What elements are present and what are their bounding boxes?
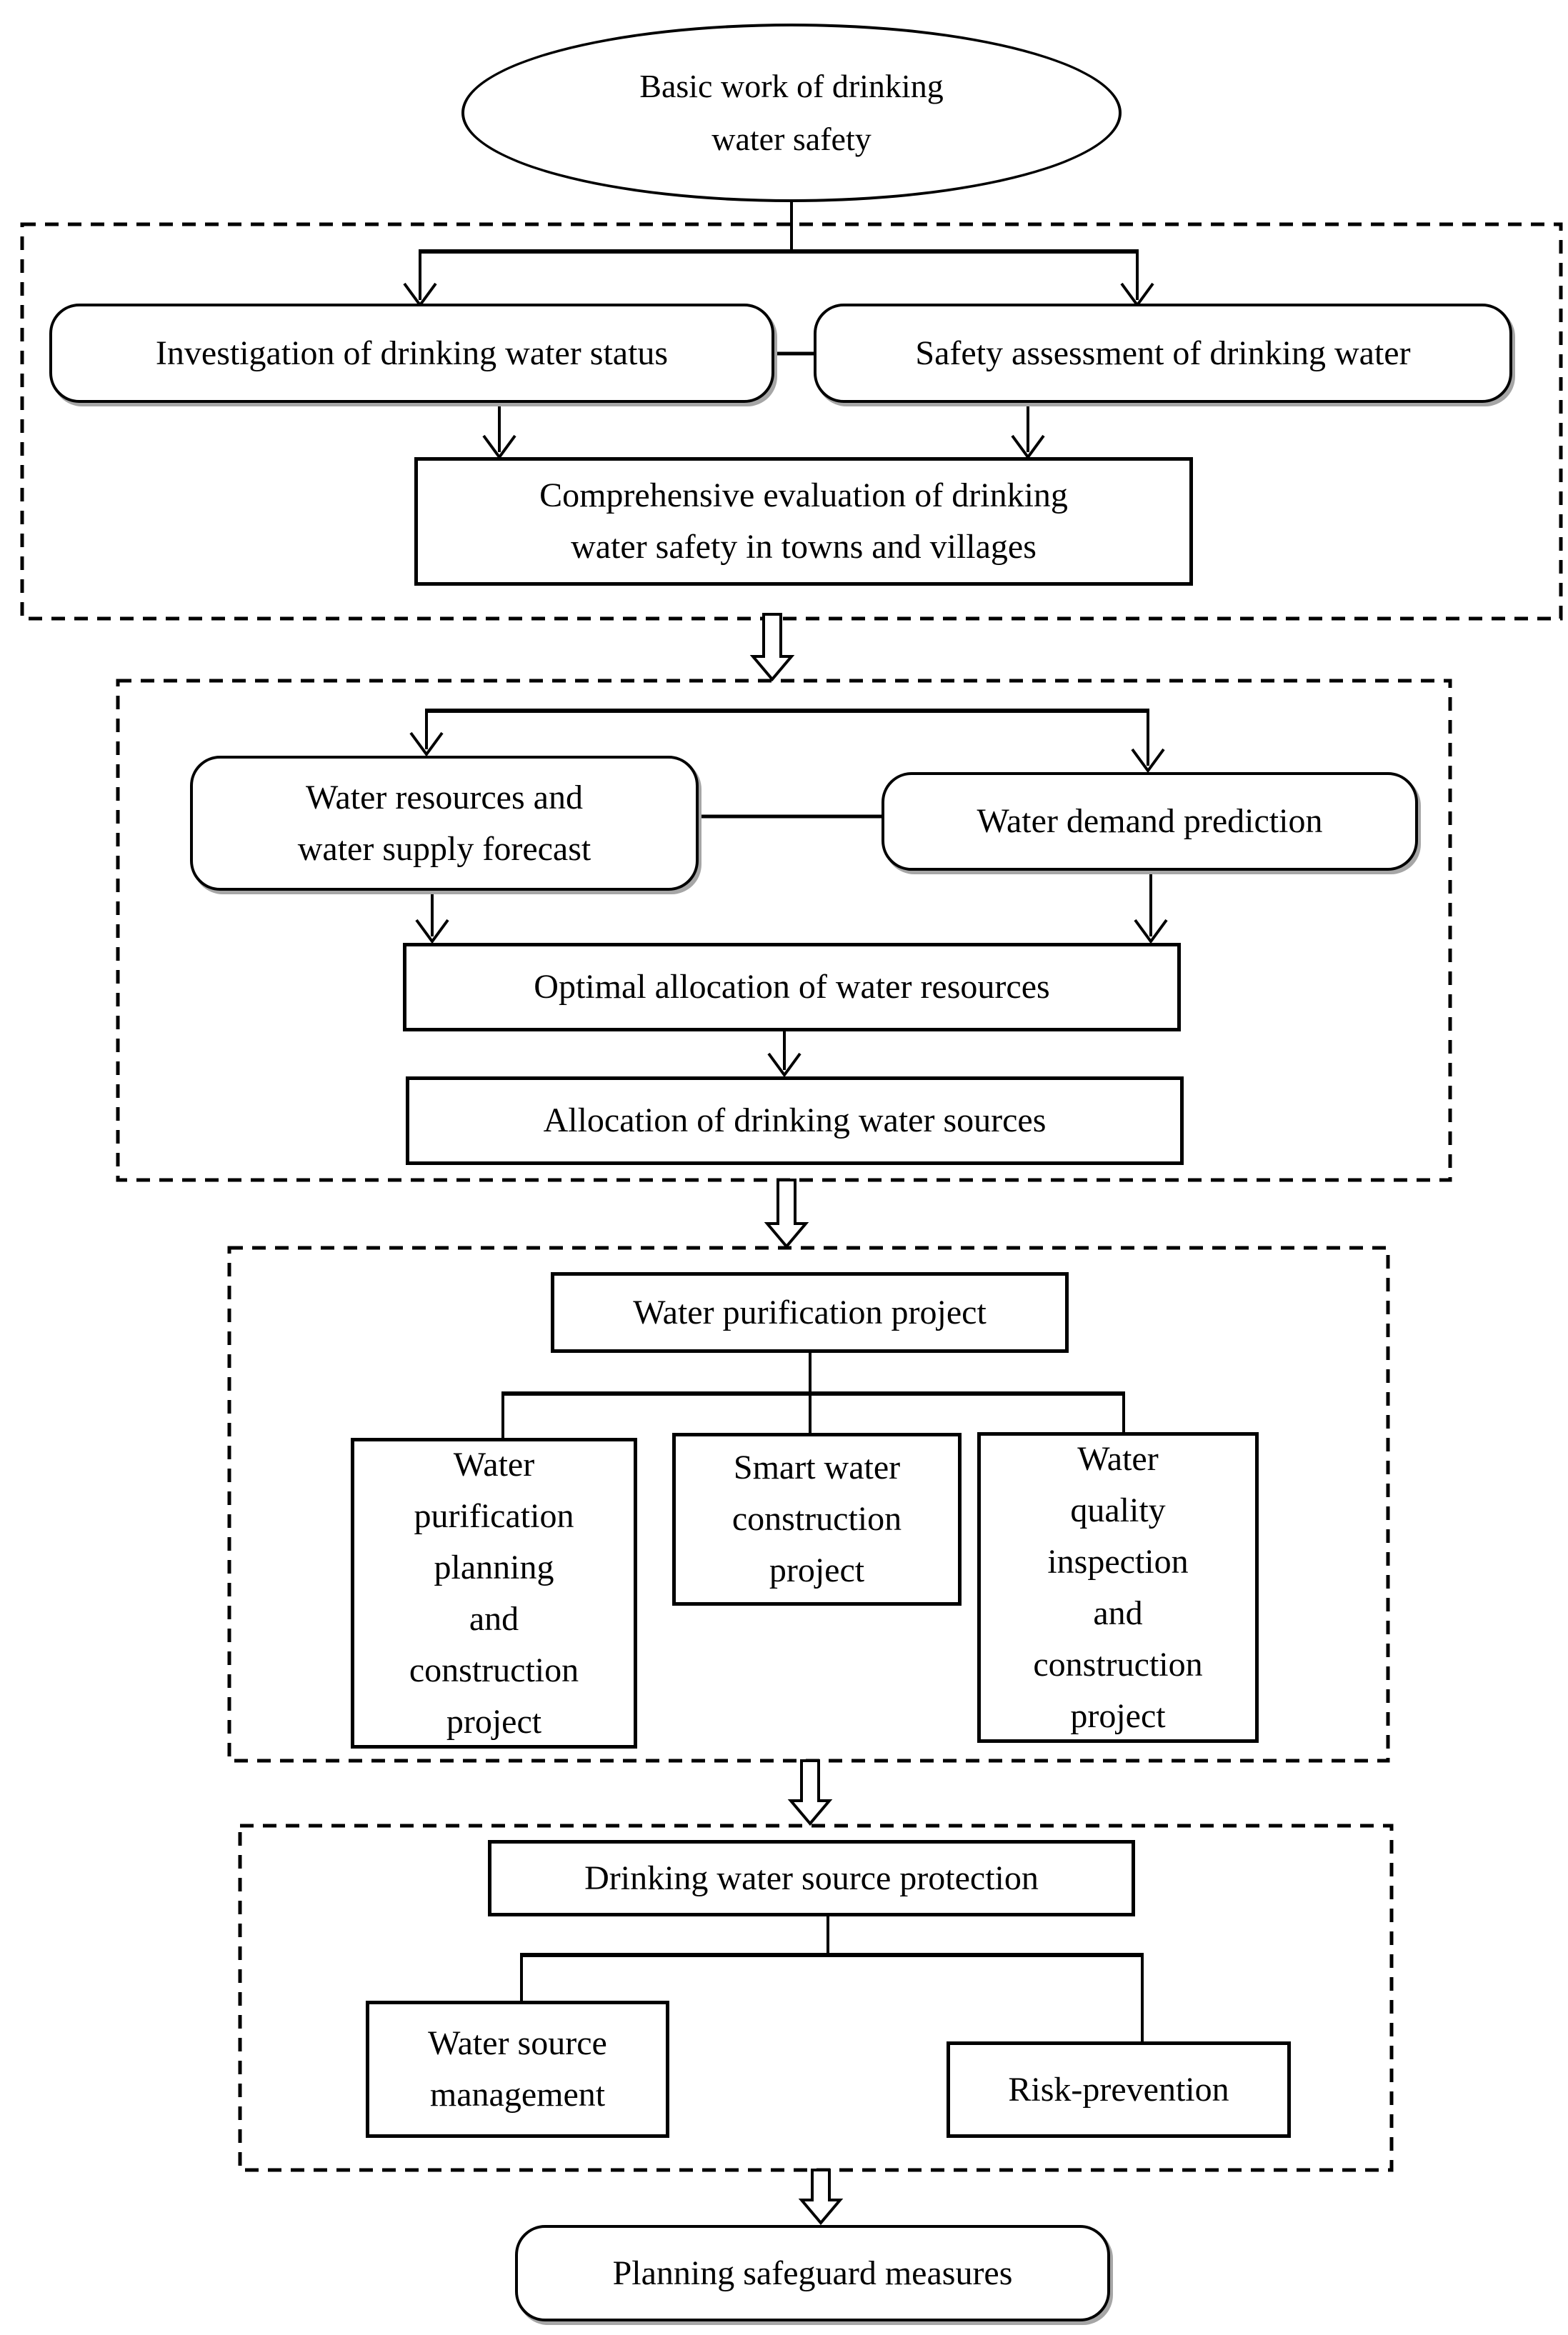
arrowhead-icon [1120,282,1154,308]
node-basic-work-ellipse: Basic work of drinking water safety [461,24,1122,202]
arrowhead-icon [409,731,444,757]
block-down-arrow-icon [749,613,795,682]
node-quality-inspection: Water quality inspection and constructio… [977,1432,1259,1743]
block-down-arrow-icon [764,1179,809,1249]
node-safeguard-measures: Planning safeguard measures [515,2225,1110,2321]
node-water-purification-project: Water purification project [551,1272,1069,1353]
arrowhead-icon [767,1052,802,1078]
arrowhead-icon [1131,748,1165,774]
node-optimal-allocation: Optimal allocation of water resources [403,943,1181,1031]
node-purification-planning: Water purification planning and construc… [351,1438,637,1749]
arrowhead-icon [1011,434,1045,460]
node-smart-water: Smart water construction project [672,1433,962,1606]
node-comprehensive-evaluation: Comprehensive evaluation of drinking wat… [414,457,1193,586]
node-safety-assessment: Safety assessment of drinking water [814,304,1512,403]
block-down-arrow-icon [798,2169,844,2226]
node-drinking-water-allocation: Allocation of drinking water sources [406,1076,1184,1165]
node-water-source-management: Water source management [366,2001,669,2138]
arrowhead-icon [482,434,516,460]
block-down-arrow-icon [787,1759,833,1826]
arrowhead-icon [415,919,449,944]
arrowhead-icon [1134,919,1168,944]
node-source-protection: Drinking water source protection [488,1840,1135,1916]
arrowhead-icon [403,282,437,308]
node-risk-prevention: Risk-prevention [947,2041,1291,2138]
node-investigation: Investigation of drinking water status [49,304,774,403]
node-water-resources-forecast: Water resources and water supply forecas… [190,756,699,891]
node-water-demand-prediction: Water demand prediction [882,772,1418,871]
